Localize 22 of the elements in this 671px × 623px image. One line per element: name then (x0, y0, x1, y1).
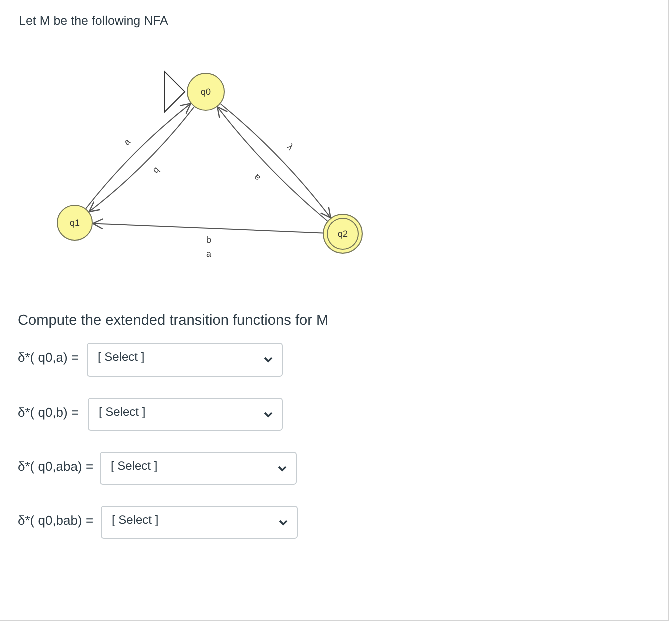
state-circle (187, 73, 225, 111)
edge-label: λ (284, 142, 295, 152)
state-label: q1 (70, 218, 80, 228)
function-label: δ*( q0,b) = (18, 405, 80, 420)
select-dropdown: [ Select ] (87, 343, 283, 377)
accepting-state-circle (323, 214, 363, 254)
select-dropdown: [ Select ] (101, 506, 298, 539)
transition-arrow (92, 218, 324, 234)
question-text: Let M be the following NFA (19, 14, 168, 28)
state-label: q0 (200, 88, 211, 96)
select-dropdown: [ Select ] (100, 452, 297, 485)
edge-label: a (122, 137, 132, 147)
function-label: δ*( q0,a) = (18, 350, 80, 365)
state-circle (57, 205, 93, 241)
instruction-text: Compute the extended transition functions for M (18, 313, 329, 329)
state-label: q2 (338, 230, 348, 238)
edge-label: b a (205, 234, 212, 261)
select-dropdown: [ Select ] (88, 398, 283, 431)
edge-label: b (151, 165, 161, 175)
edge-label: a (252, 172, 262, 182)
function-label: δ*( q0,bab) = (18, 513, 94, 528)
function-label: δ*( q0,aba) = (18, 459, 94, 474)
